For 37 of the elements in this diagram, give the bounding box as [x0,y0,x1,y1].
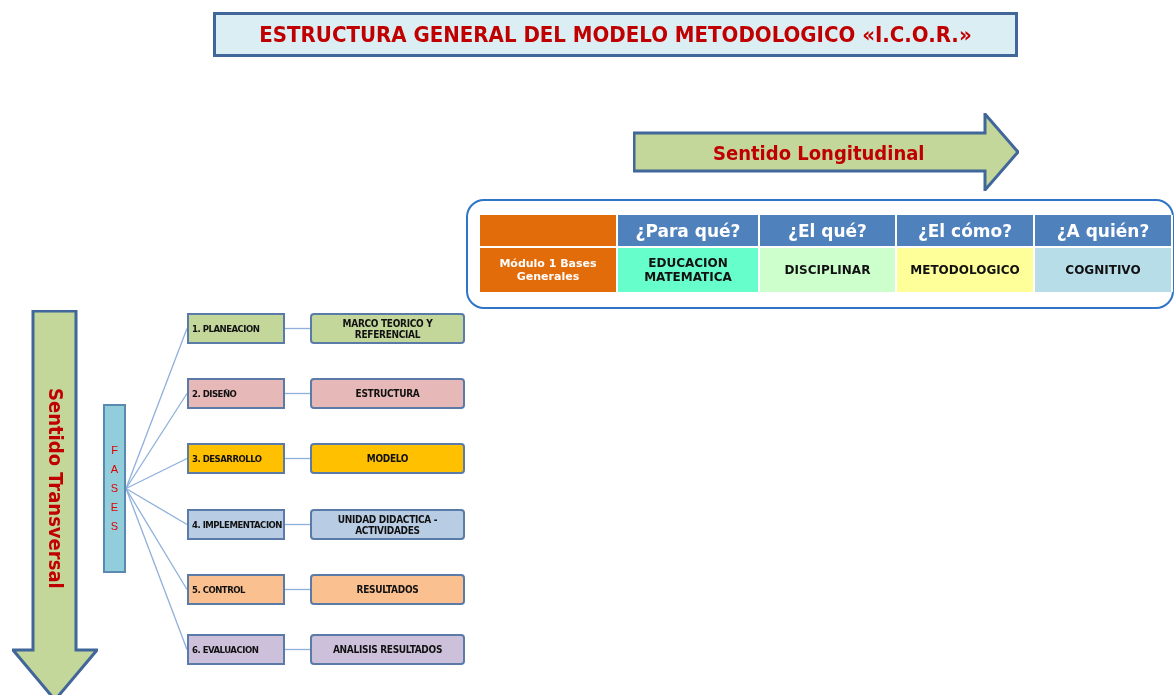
column-header: ¿El qué? [760,215,897,248]
table-cell: DISCIPLINAR [760,248,897,292]
connector-line [284,457,311,460]
connector-line [284,588,311,591]
phase-box: 4. IMPLEMENTACION [187,509,285,540]
row-header: Módulo 1 Bases Generales [480,248,618,292]
connector-line [125,457,188,490]
table-cell: METODOLOGICO [897,248,1035,292]
table-cell: EDUCACION MATEMATICA [618,248,760,292]
connector-line [284,523,311,526]
result-box: ESTRUCTURA [310,378,465,409]
result-box: MARCO TEORICO Y REFERENCIAL [310,313,465,344]
connector-line [125,392,188,490]
column-header: ¿A quién? [1035,215,1173,248]
column-header: ¿El cómo? [897,215,1035,248]
connector-line [125,487,188,526]
result-box: UNIDAD DIDACTICA -ACTIVIDADES [310,509,465,540]
result-box: ANALISIS RESULTADOS [310,634,465,665]
result-box: MODELO [310,443,465,474]
column-header: ¿Para qué? [618,215,760,248]
connector-line [284,648,311,651]
title-banner: ESTRUCTURA GENERAL DEL MODELO METODOLOGICO «I.C.O.R.» [213,12,1018,57]
block-arrow [633,113,1019,191]
connector-line [284,327,311,330]
result-box: RESULTADOS [310,574,465,605]
phase-bar [103,404,126,573]
phase-box: 3. DESARROLLO [187,443,285,474]
phase-box: 1. PLANEACION [187,313,285,344]
arrow-label: Sentido Longitudinal [713,141,925,165]
phase-box: 5. CONTROL [187,574,285,605]
arrow-label: Sentido Transversal [44,388,68,589]
table-cell: COGNITIVO [1035,248,1173,292]
phase-box: 2. DISEÑO [187,378,285,409]
connector-line [284,392,311,395]
phase-box: 6. EVALUACION [187,634,285,665]
block-arrow [12,310,98,695]
vertical-label: FASES [110,443,119,534]
